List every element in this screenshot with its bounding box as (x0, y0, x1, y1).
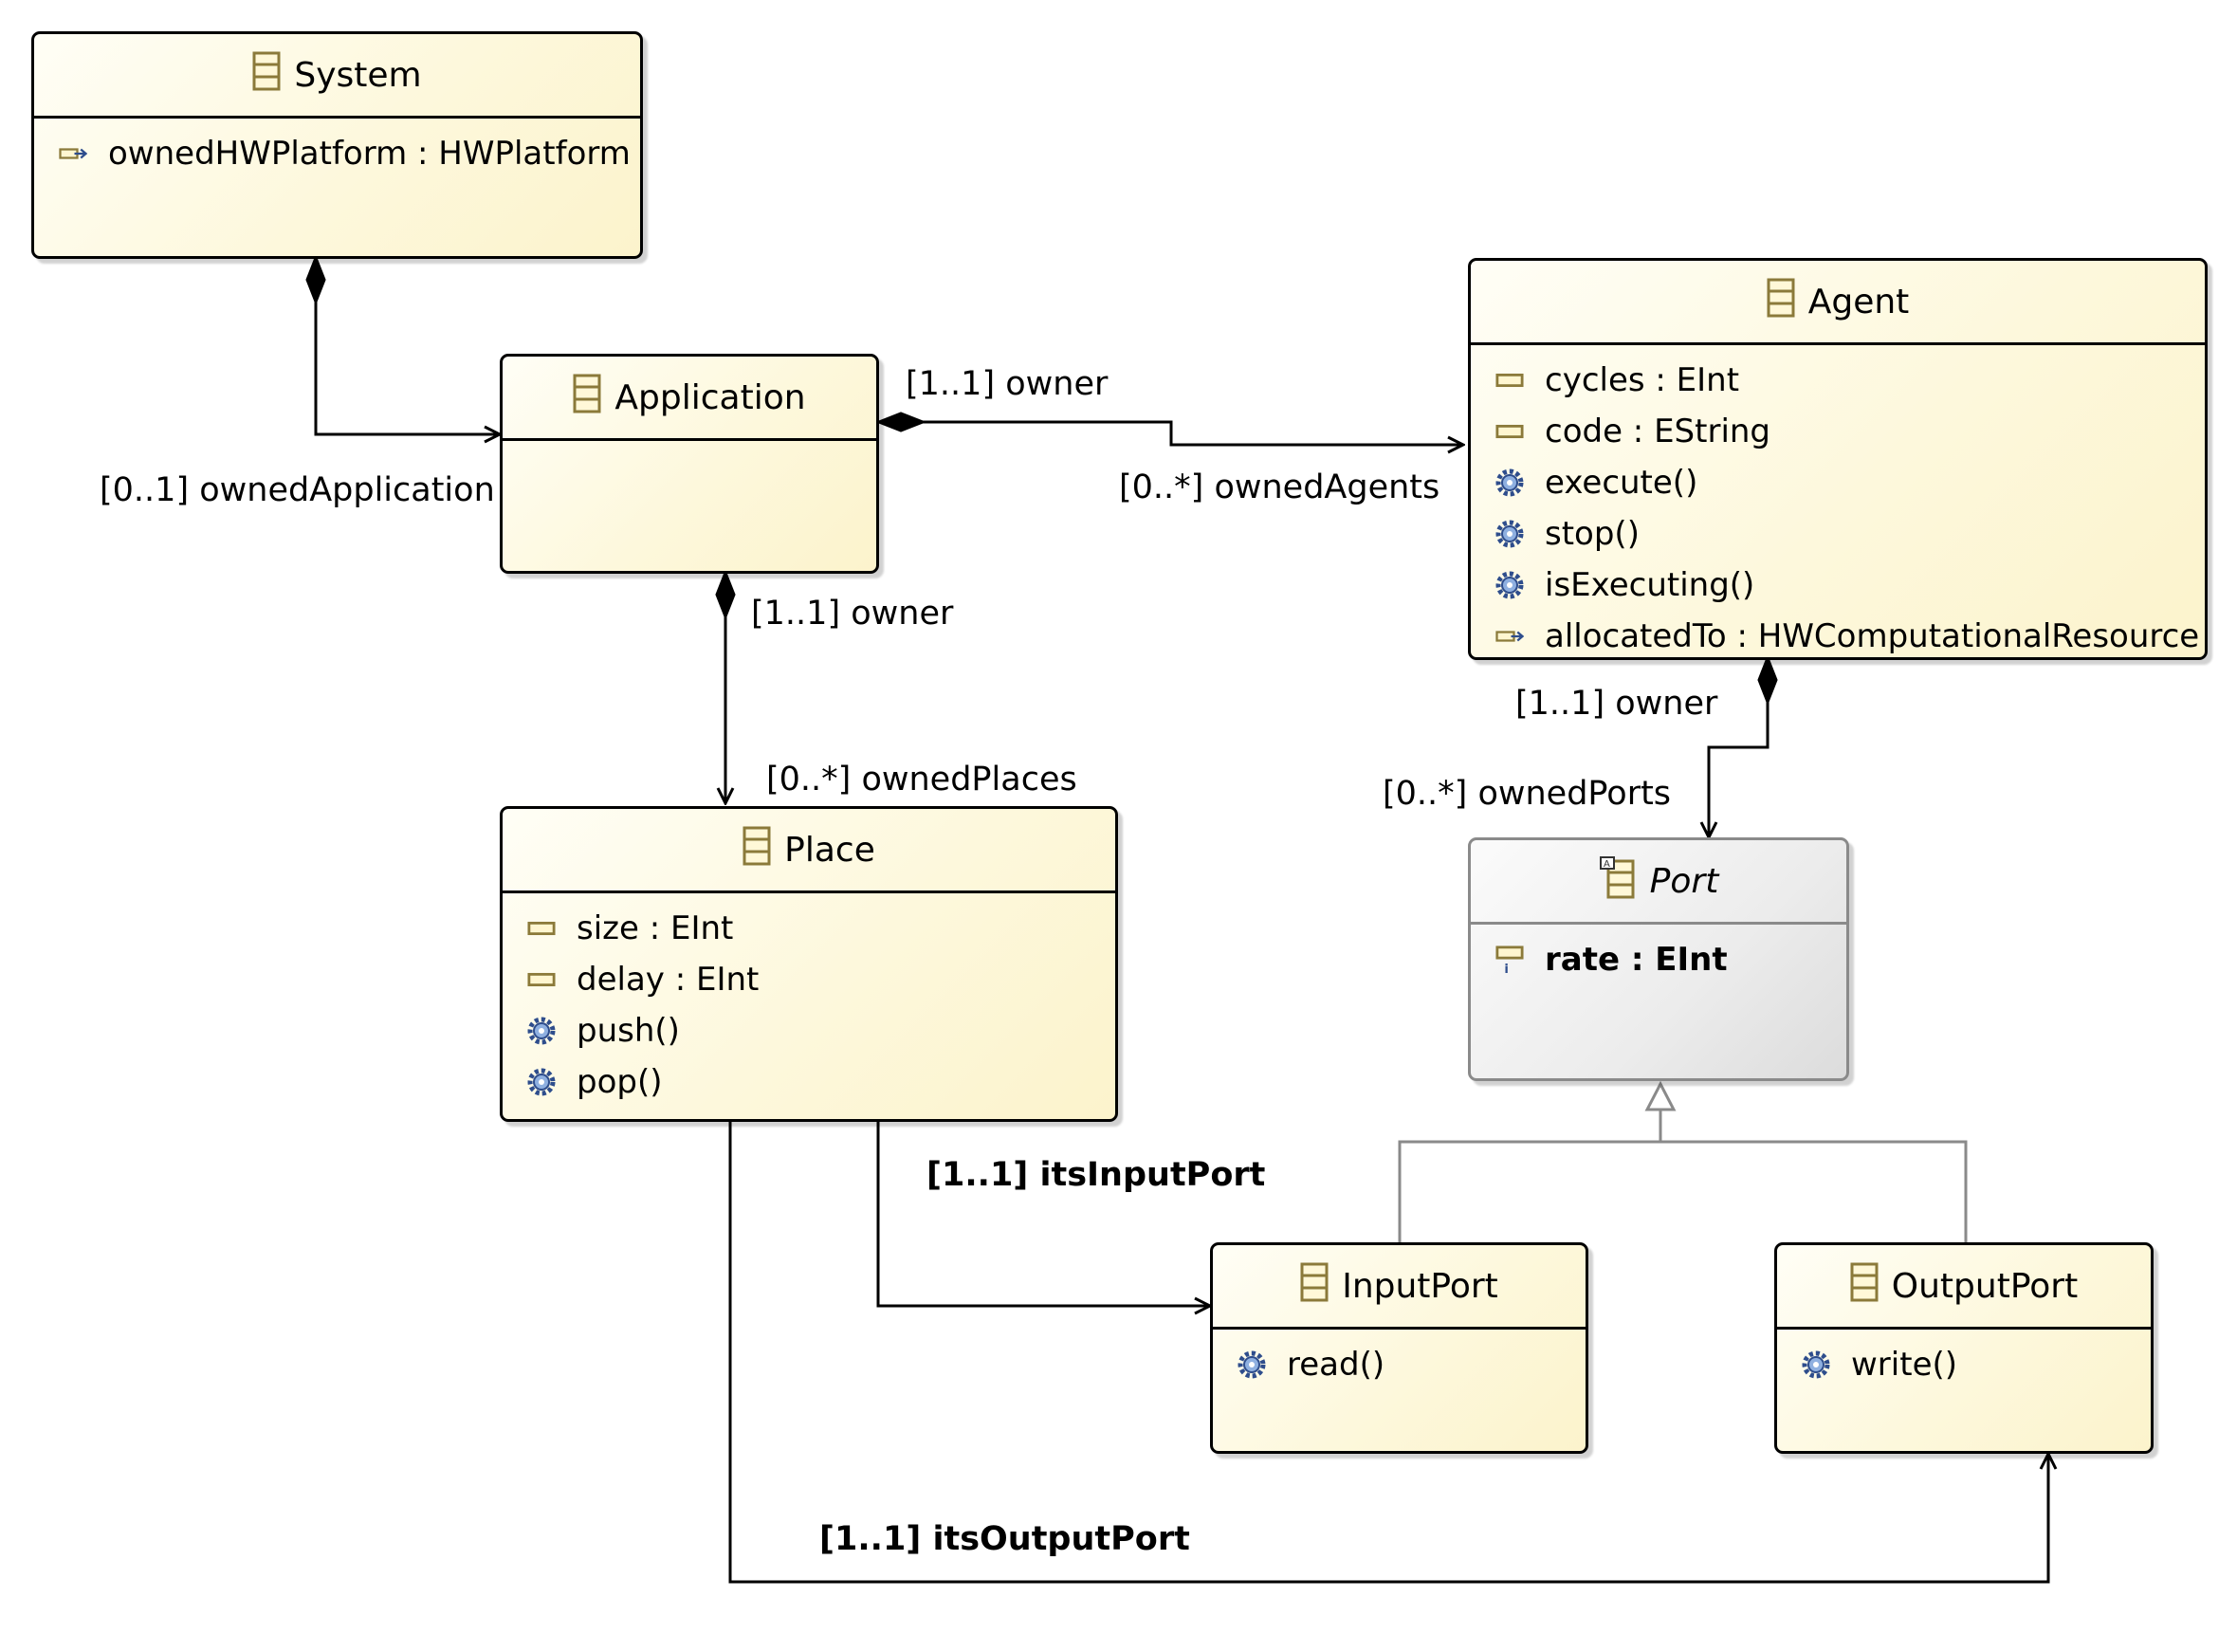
class-outputport[interactable]: OutputPort write() (1774, 1242, 2154, 1454)
attribute-text: delay : EInt (577, 961, 760, 999)
class-system[interactable]: System ownedHWPlatform : HWPlatform (31, 31, 643, 259)
composition-diamond-system (305, 253, 326, 306)
class-name: System (294, 55, 422, 95)
operation-row[interactable]: stop() (1471, 508, 2205, 560)
edge-its-input-port[interactable] (876, 1122, 1210, 1306)
class-name: InputPort (1342, 1266, 1498, 1306)
attribute-text: code : EString (1545, 413, 1771, 450)
class-inputport[interactable]: InputPort read() (1210, 1242, 1588, 1454)
operation-text: stop() (1545, 515, 1640, 553)
operation-text: read() (1287, 1346, 1385, 1384)
class-icon (1850, 1262, 1879, 1311)
label-app-agent-owner: [1..1] owner (906, 365, 1109, 403)
operation-icon (1495, 468, 1524, 497)
reference-icon (59, 144, 87, 163)
class-name: Application (614, 377, 806, 417)
attribute-row[interactable]: size : EInt (503, 903, 1115, 954)
class-header: A Port (1471, 840, 1846, 925)
operation-icon (527, 1017, 556, 1045)
edge-owned-ports[interactable] (1709, 702, 1769, 837)
operation-row[interactable]: execute() (1471, 457, 2205, 508)
reference-icon (1495, 627, 1524, 646)
attribute-icon (1495, 423, 1524, 440)
class-name: Place (784, 830, 875, 870)
attribute-row[interactable]: allocatedTo : HWComputationalResource (1471, 611, 2205, 657)
class-icon (252, 51, 281, 100)
attribute-text: cycles : EInt (1545, 361, 1740, 399)
label-its-output-port: [1..1] itsOutputPort (819, 1520, 1190, 1558)
class-place[interactable]: Place size : EInt delay : EInt push() po… (500, 806, 1118, 1122)
attribute-text: size : EInt (577, 909, 734, 947)
label-owned-ports: [0..*] ownedPorts (1383, 775, 1672, 813)
edge-owned-application[interactable] (314, 286, 500, 434)
label-its-input-port: [1..1] itsInputPort (926, 1156, 1266, 1194)
class-icon (1767, 278, 1795, 326)
class-port[interactable]: A Port i rate : EInt (1468, 837, 1849, 1081)
edge-its-output-port[interactable] (728, 1122, 2048, 1584)
label-owned-application: [0..1] ownedApplication (100, 471, 495, 509)
operation-icon (527, 1068, 556, 1096)
attribute-icon (527, 971, 556, 988)
attribute-row[interactable]: cycles : EInt (1471, 355, 2205, 406)
class-header: Place (503, 809, 1115, 893)
class-name: OutputPort (1891, 1266, 2079, 1306)
generalization-triangle (1644, 1080, 1677, 1111)
operation-icon (1802, 1350, 1830, 1379)
class-header: Agent (1471, 261, 2205, 345)
class-header: InputPort (1213, 1245, 1586, 1330)
operation-text: isExecuting() (1545, 566, 1755, 604)
operation-row[interactable]: read() (1213, 1339, 1586, 1390)
class-name: Agent (1807, 282, 1910, 321)
operation-text: write() (1851, 1346, 1958, 1384)
label-owned-agents: [0..*] ownedAgents (1119, 468, 1440, 506)
operation-text: push() (577, 1012, 680, 1050)
operation-row[interactable]: push() (503, 1005, 1115, 1056)
attribute-row[interactable]: i rate : EInt (1471, 934, 1846, 985)
operation-row[interactable]: write() (1777, 1339, 2151, 1390)
attribute-icon (527, 920, 556, 937)
class-header: OutputPort (1777, 1245, 2151, 1330)
attribute-icon (1495, 372, 1524, 389)
attribute-text: allocatedTo : HWComputationalResource (1545, 617, 2200, 655)
operation-icon (1238, 1350, 1266, 1379)
operation-text: pop() (577, 1063, 663, 1101)
attribute-text: rate : EInt (1545, 941, 1728, 979)
operation-text: execute() (1545, 464, 1698, 502)
edge-generalization[interactable] (1398, 1140, 1968, 1242)
id-attribute-icon: i (1495, 944, 1524, 976)
class-icon (743, 826, 771, 874)
operation-icon (1495, 571, 1524, 599)
class-agent[interactable]: Agent cycles : EInt code : EString execu… (1468, 258, 2208, 660)
composition-diamond-application-agent (874, 412, 927, 432)
label-owned-places: [0..*] ownedPlaces (766, 761, 1077, 798)
class-name: Port (1649, 861, 1719, 901)
attribute-text: ownedHWPlatform : HWPlatform (108, 135, 631, 173)
attribute-row[interactable]: code : EString (1471, 406, 2205, 457)
operation-icon (1495, 520, 1524, 548)
operation-row[interactable]: pop() (503, 1056, 1115, 1108)
composition-diamond-agent-port (1757, 653, 1778, 707)
class-header: System (34, 34, 640, 119)
class-icon (1300, 1262, 1329, 1311)
svg-text:A: A (1604, 859, 1610, 870)
class-icon (573, 374, 601, 422)
operation-row[interactable]: isExecuting() (1471, 560, 2205, 611)
class-header: Application (503, 357, 876, 441)
label-app-place-owner: [1..1] owner (751, 595, 954, 633)
abstract-class-icon: A (1599, 855, 1637, 908)
label-agent-port-owner: [1..1] owner (1515, 685, 1718, 723)
edge-owned-agents[interactable] (879, 420, 1463, 445)
composition-diamond-application-place (715, 568, 736, 621)
attribute-row[interactable]: delay : EInt (503, 954, 1115, 1005)
attribute-row[interactable]: ownedHWPlatform : HWPlatform (34, 128, 640, 179)
class-application[interactable]: Application (500, 354, 879, 574)
svg-text:i: i (1504, 963, 1509, 976)
